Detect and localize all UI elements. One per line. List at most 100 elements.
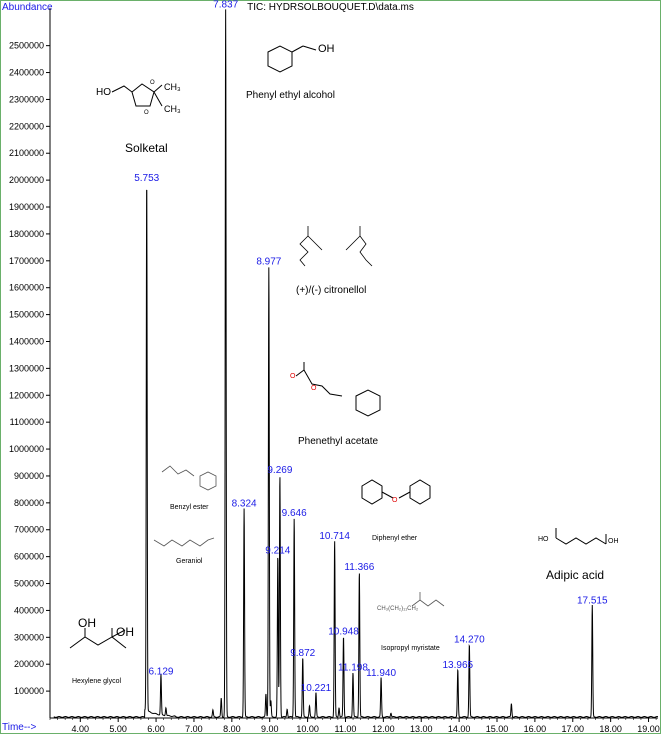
x-tick-label: 17.00 — [562, 724, 585, 734]
peak-label: 9.269 — [267, 465, 292, 476]
x-tick-label: 6.00 — [147, 724, 165, 734]
phenyl-ethyl-alcohol-structure — [267, 45, 317, 73]
y-tick-label: 2200000 — [9, 121, 44, 131]
y-tick-label: 1600000 — [9, 283, 44, 293]
diphenyl-ether-label: Diphenyl ether — [372, 535, 418, 542]
phenethyl-acetate-structure — [295, 362, 381, 417]
x-tick-label: 15.00 — [486, 724, 509, 734]
pa-o-1: O — [290, 373, 296, 380]
x-tick-label: 11.00 — [335, 724, 357, 734]
peak-label: 8.977 — [256, 257, 281, 268]
solketal-ch3-2: CH₃ — [164, 104, 181, 114]
x-tick-label: 12.00 — [372, 724, 395, 734]
solketal-label: Solketal — [125, 141, 168, 155]
peak-label: 11.366 — [344, 562, 374, 573]
peak-label: 11.940 — [366, 668, 396, 679]
y-tick-label: 2400000 — [9, 68, 44, 78]
x-tick-label: 10.00 — [296, 724, 319, 734]
y-tick-label: 1400000 — [9, 336, 44, 346]
aa-ho: HO — [538, 536, 549, 543]
peak-label: 14.270 — [454, 634, 485, 645]
x-tick-label: 18.00 — [599, 724, 622, 734]
x-tick-label: 4.00 — [72, 724, 90, 734]
peak-label: 5.753 — [134, 173, 159, 184]
y-tick-label: 1900000 — [9, 202, 44, 212]
y-axis-label: Abundance — [2, 2, 53, 13]
peak-label: 7.837 — [213, 0, 238, 11]
hexylene-oh-2: OH — [116, 625, 134, 639]
phenethyl-acetate-label: Phenethyl acetate — [298, 436, 379, 447]
solketal-ch3-1: CH₃ — [164, 82, 181, 92]
y-tick-label: 1200000 — [9, 390, 44, 400]
peak-label: 9.214 — [265, 546, 290, 557]
x-tick-label: 9.00 — [261, 724, 279, 734]
y-tick-label: 800000 — [14, 498, 44, 508]
axes-group: 100000 200000 300000 400000 500000 600000 7000… — [9, 8, 660, 734]
solketal-ho: HO — [96, 87, 111, 98]
hexylene-glycol-structure — [69, 628, 127, 649]
benzyl-ester-structure — [161, 465, 217, 491]
x-axis-label: Time--> — [2, 722, 37, 733]
y-tick-label: 300000 — [14, 632, 44, 642]
citronellol-label: (+)/(-) citronellol — [296, 285, 367, 296]
geraniol-label: Geraniol — [176, 558, 203, 565]
y-tick-label: 400000 — [14, 605, 44, 615]
isopropyl-myristate-label: Isopropyl myristate — [381, 645, 440, 652]
y-tick-label: 500000 — [14, 579, 44, 589]
y-tick-label: 100000 — [14, 686, 44, 696]
tic-trace — [53, 9, 659, 718]
pea-oh: OH — [318, 43, 335, 55]
peak-label: 17.515 — [577, 595, 608, 606]
geraniol-structure — [153, 537, 215, 547]
adipic-acid-structure — [555, 528, 607, 545]
x-tick-label: 14.00 — [448, 724, 471, 734]
peak-label: 13.965 — [442, 660, 473, 671]
y-tick-label: 600000 — [14, 552, 44, 562]
adipic-acid-label: Adipic acid — [546, 568, 605, 582]
peak-label: 9.646 — [282, 508, 307, 519]
y-tick-label: 200000 — [14, 659, 44, 669]
solketal-o-1: O — [150, 80, 155, 86]
y-tick-label: 2500000 — [9, 41, 44, 51]
benzyl-ester-label: Benzyl ester — [170, 504, 209, 511]
ipm-chain: CH₃(CH₂)₁₁CH₂ — [377, 606, 419, 612]
dpe-o: O — [392, 497, 398, 504]
solketal-o-2: O — [144, 110, 149, 116]
pa-o-2: O — [311, 385, 317, 392]
x-tick-label: 8.00 — [223, 724, 241, 734]
peak-label: 8.324 — [232, 499, 257, 510]
isopropyl-myristate-structure — [411, 592, 445, 607]
peak-label: 10.714 — [319, 531, 350, 542]
x-tick-label: 19.00 — [637, 724, 660, 734]
diphenyl-ether-structure — [361, 479, 431, 505]
y-tick-label: 1500000 — [9, 310, 44, 320]
y-tick-label: 1000000 — [9, 444, 44, 454]
phenyl-ethyl-alcohol-label: Phenyl ethyl alcohol — [246, 90, 335, 101]
hexylene-glycol-label: Hexylene glycol — [72, 678, 122, 685]
aa-oh: OH — [608, 538, 619, 545]
peak-label: 9.872 — [290, 648, 315, 659]
trace-group — [53, 9, 659, 718]
peak-label-group: 5.753 6.129 7.837 8.324 8.977 9.214 9.269 9.646… — [134, 0, 608, 694]
peak-label: 6.129 — [148, 667, 173, 678]
y-tick-label: 1100000 — [10, 417, 44, 427]
y-tick-label: 1300000 — [9, 363, 44, 373]
chart-title: TIC: HYDRSOLBOUQUET.D\data.ms — [247, 2, 414, 13]
x-tick-label: 7.00 — [185, 724, 203, 734]
y-tick-label: 1800000 — [9, 229, 44, 239]
solketal-structure — [111, 83, 163, 107]
peak-label: 10.948 — [328, 626, 359, 637]
y-tick-label: 2100000 — [9, 148, 44, 158]
hexylene-oh-1: OH — [78, 616, 96, 630]
y-tick-label: 2300000 — [9, 94, 44, 104]
y-tick-label: 1700000 — [9, 256, 44, 266]
y-tick-label: 700000 — [14, 525, 44, 535]
x-tick-label: 16.00 — [524, 724, 547, 734]
y-tick-label: 900000 — [14, 471, 44, 481]
peak-label: 10.221 — [301, 683, 332, 694]
y-tick-label: 2000000 — [9, 175, 44, 185]
citronellol-structure — [299, 226, 373, 267]
peak-label: 11.198 — [338, 663, 368, 674]
x-tick-label: 13.00 — [410, 724, 433, 734]
